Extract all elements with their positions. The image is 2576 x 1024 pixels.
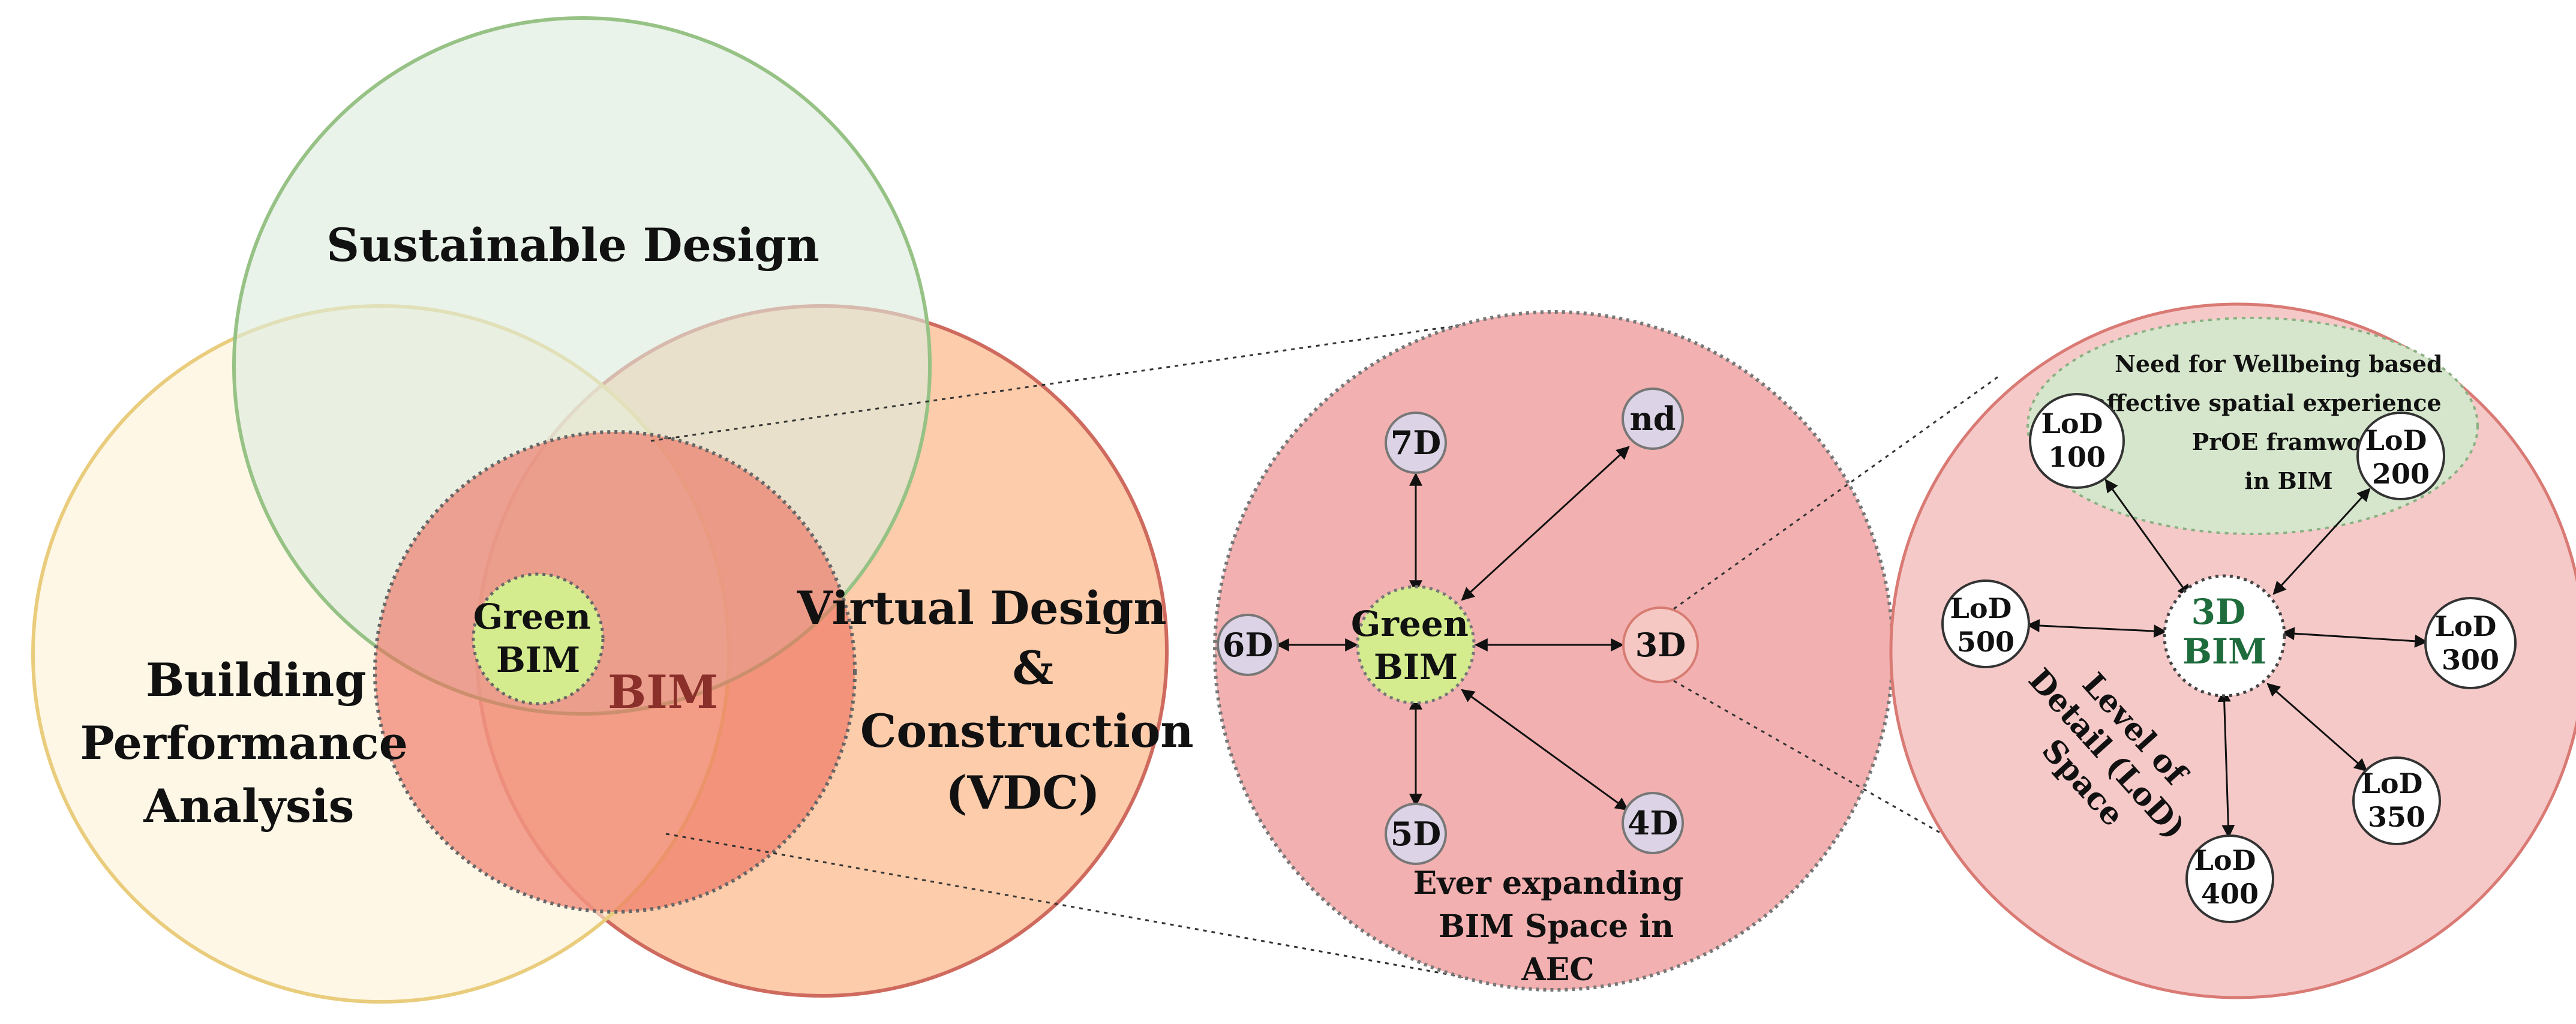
arrow-lod350 xyxy=(2266,683,2368,772)
node-6d-label: 6D xyxy=(1223,626,1273,664)
arrow-lod100 xyxy=(2104,479,2191,598)
green-bim-node-line: BIM xyxy=(1374,647,1458,687)
node-nd-label: nd xyxy=(1629,400,1676,438)
node-nd xyxy=(1622,388,1684,450)
wellbeing-note-line: Need for Wellbeing based xyxy=(2115,350,2442,377)
bim-label: BIM xyxy=(608,665,718,719)
vdc-line: (VDC) xyxy=(945,766,1100,819)
lod500-label: LoD 500 xyxy=(1950,592,2022,658)
3d-bim-label: 3D BIM xyxy=(2182,591,2266,672)
lod400-line: 400 xyxy=(2201,878,2259,910)
node-5d-label: 5D xyxy=(1391,815,1441,853)
arrow-lod500 xyxy=(2026,618,2167,638)
green-bim-node xyxy=(1356,585,1476,705)
lod350-node xyxy=(2352,756,2441,845)
vdc-line: Virtual Design xyxy=(797,581,1167,635)
lod100-line: 100 xyxy=(2048,441,2106,473)
zoom-line-bottom xyxy=(665,833,1518,988)
node-4d xyxy=(1622,792,1684,854)
zoom-line-3d-bottom xyxy=(1673,680,1995,865)
bim-space-caption-line: BIM Space in xyxy=(1439,908,1674,945)
vdc-line: Construction xyxy=(860,704,1194,758)
lod350-line: 350 xyxy=(2368,801,2425,833)
building-performance-line: Performance xyxy=(80,716,408,770)
lod100-line: LoD xyxy=(2041,407,2103,440)
lod300-label: LoD 300 xyxy=(2435,610,2506,676)
lod300-line: LoD xyxy=(2435,610,2497,642)
3d-bim-line: 3D xyxy=(2191,591,2246,632)
node-7d-label: 7D xyxy=(1391,424,1441,462)
bim-space-caption-line: AEC xyxy=(1521,951,1594,988)
lod400-node xyxy=(2185,834,2274,923)
lod500-node xyxy=(1941,579,2030,668)
lod400-label: LoD 400 xyxy=(2194,844,2266,910)
lod200-line: 200 xyxy=(2372,458,2430,490)
vdc-line: & xyxy=(1012,641,1053,695)
lod100-node xyxy=(2029,393,2125,489)
lod500-line: 500 xyxy=(1957,626,2014,658)
lod500-line: LoD xyxy=(1950,592,2012,624)
node-3d-label: 3D xyxy=(1635,626,1686,664)
arrow-lod400 xyxy=(2217,688,2235,839)
bim-circle xyxy=(373,430,857,914)
3d-bim-node xyxy=(2163,574,2286,698)
node-6d xyxy=(1217,614,1279,676)
lod400-line: LoD xyxy=(2194,844,2256,876)
zoom-lines-3d xyxy=(1673,374,2001,865)
lod-space: Need for Wellbeing based affective spati… xyxy=(1889,302,2576,999)
lod350-line: LoD xyxy=(2361,767,2423,800)
zoom-line-top xyxy=(650,314,1533,442)
zoom-lines-bim xyxy=(650,314,1533,988)
lod200-label: LoD 200 xyxy=(2365,424,2437,490)
arrow-lod200 xyxy=(2272,488,2371,595)
green-bim-node-line: Green xyxy=(1351,603,1469,644)
building-performance-line: Building xyxy=(146,653,367,707)
wellbeing-note-line: affective spatial experience xyxy=(2092,389,2442,416)
arrow-lod300 xyxy=(2281,627,2428,648)
lod350-label: LoD 350 xyxy=(2361,767,2433,833)
lod300-line: 300 xyxy=(2442,644,2499,676)
green-bim-line: BIM xyxy=(496,639,580,680)
node-5d xyxy=(1385,803,1447,865)
lod100-label: LoD 100 xyxy=(2041,407,2113,473)
vdc-label: Virtual Design & Construction (VDC) xyxy=(797,581,1209,819)
arrow-4d xyxy=(1461,689,1629,811)
green-bim-node-label: Green BIM xyxy=(1351,603,1481,687)
wellbeing-note-line: in BIM xyxy=(2244,467,2332,494)
green-bim-label: Green BIM xyxy=(473,596,603,680)
lod200-node xyxy=(2356,412,2445,500)
sustainable-design-label: Sustainable Design xyxy=(326,218,819,272)
arrow-nd xyxy=(1461,446,1630,601)
bim-space-caption: Ever expanding BIM Space in AEC xyxy=(1413,865,1695,988)
building-performance-line: Analysis xyxy=(143,779,355,833)
node-7d xyxy=(1385,412,1447,474)
venn-diagram: Sustainable Design Building Performance … xyxy=(31,16,1209,1004)
green-bim-circle xyxy=(472,572,605,705)
green-bim-line: Green xyxy=(473,596,591,637)
bim-space: 7D nd 6D 3D 5D 4D Green BIM Ever expandi… xyxy=(1213,310,1895,992)
node-4d-label: 4D xyxy=(1628,804,1678,842)
3d-bim-line: BIM xyxy=(2182,631,2266,672)
lod200-line: LoD xyxy=(2365,424,2427,457)
bim-space-caption-line: Ever expanding xyxy=(1413,865,1684,902)
lod300-node xyxy=(2424,597,2517,689)
building-performance-label: Building Performance Analysis xyxy=(80,653,424,833)
node-3d xyxy=(1622,606,1699,683)
